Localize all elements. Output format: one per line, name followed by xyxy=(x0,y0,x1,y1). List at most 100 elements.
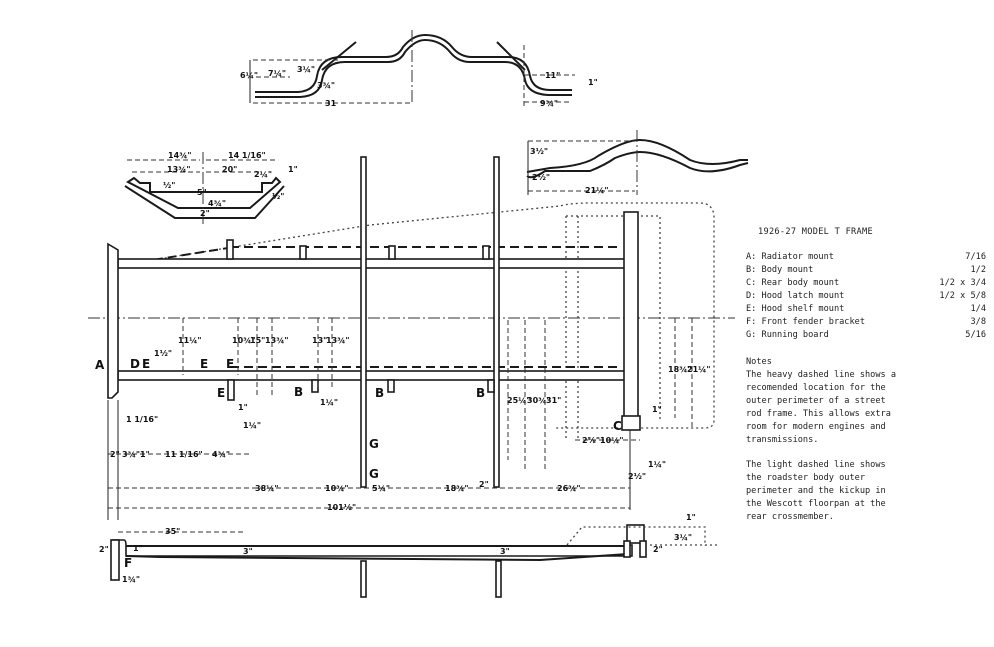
legend-item: C: Rear body mount 1/2 x 3/4 xyxy=(746,277,986,290)
dim-label: 10¾" xyxy=(232,336,256,345)
legend-size: 1/2 x 5/8 xyxy=(939,291,986,301)
legend-label: C: Rear body mount xyxy=(746,278,840,288)
legend-size: 5/16 xyxy=(965,330,986,340)
dim-label: 2⅝" xyxy=(582,436,600,445)
dim-label: 3" xyxy=(243,547,253,556)
label-e: E xyxy=(217,386,225,400)
dim-label: 18¾" xyxy=(445,484,469,493)
dim-label: 31 xyxy=(325,99,337,108)
dim-label: 14¾" xyxy=(168,151,192,160)
dim-label: 6¼" xyxy=(240,70,258,80)
notes-section: Notes The heavy dashed line shows a reco… xyxy=(746,356,986,524)
label-e: E xyxy=(142,357,150,371)
dim-label: 1" xyxy=(686,513,696,522)
dim-label: 26¾" xyxy=(557,484,581,493)
dim-label: 35" xyxy=(165,527,180,536)
dim-label: 21¼" xyxy=(585,185,609,195)
dim-label: 13¾" xyxy=(265,336,289,345)
legend-item: D: Hood latch mount 1/2 x 5/8 xyxy=(746,290,986,303)
dim-label: 13" xyxy=(312,336,327,345)
dim-label: 11 1/16" xyxy=(165,450,203,459)
label-g: G xyxy=(369,437,379,451)
plan-view: A D E E E E B B B C G G 11¼" 10¾" 15" 13… xyxy=(88,156,735,520)
dim-label: 11" xyxy=(545,71,560,80)
drawing-title: 1926-27 MODEL T FRAME xyxy=(758,227,873,237)
dim-label: 9¾" xyxy=(540,99,558,108)
dim-label: 13¾" xyxy=(326,336,350,345)
dim-label: 1¼" xyxy=(243,420,261,430)
dim-label: 3¾" xyxy=(317,81,335,90)
legend-size: 1/2 xyxy=(970,265,986,275)
dim-label: 2" xyxy=(200,209,210,218)
side-view: 2" 1" 35" 3" 1¾" 3" 3¼" 1" 2" F xyxy=(99,513,720,598)
legend-label: G: Running board xyxy=(746,330,829,340)
dim-label: 4¾" xyxy=(212,450,230,459)
dim-label: 30¾" xyxy=(527,396,551,405)
legend-size: 1/4 xyxy=(970,304,986,314)
label-e: E xyxy=(226,357,234,371)
dim-label: 2" xyxy=(479,480,489,489)
dim-label: 31" xyxy=(546,396,561,405)
legend-item: B: Body mount 1/2 xyxy=(746,264,986,277)
dim-label: 15" xyxy=(250,336,265,345)
legend-list: A: Radiator mount 7/16 B: Body mount 1/2 C… xyxy=(746,251,986,342)
label-b: B xyxy=(294,385,303,399)
legend-item: A: Radiator mount 7/16 xyxy=(746,251,986,264)
legend-label: F: Front fender bracket xyxy=(746,317,865,327)
rear-crossmember-profile: 3½" 2½" 21¼" xyxy=(526,130,749,195)
dim-label: 4¾" xyxy=(208,199,226,208)
notes-paragraph: The heavy dashed line shows a recomended… xyxy=(746,370,897,445)
legend-size: 1/2 x 3/4 xyxy=(939,278,986,288)
dim-label: 3¾" xyxy=(122,450,140,459)
dim-label: 1¼" xyxy=(648,459,666,469)
dim-label: 101½" xyxy=(327,502,356,512)
legend-label: A: Radiator mount xyxy=(746,252,834,262)
legend-item: G: Running board 5/16 xyxy=(746,329,986,342)
legend-size: 7/16 xyxy=(965,252,986,262)
dim-label: 7¼" xyxy=(268,68,286,78)
dim-label: 1" xyxy=(133,544,143,553)
legend-label: B: Body mount xyxy=(746,265,814,275)
dim-label: 3¼" xyxy=(674,532,692,542)
dim-label: ½" xyxy=(163,180,175,190)
dim-label: 1 1/16" xyxy=(126,415,158,424)
dim-label: 2¼" xyxy=(254,169,272,179)
legend-panel: 1926-27 MODEL T FRAME A: Radiator mount 7… xyxy=(746,226,986,524)
front-crossmember-section: 14¾" 14 1/16" 13¾" 20" 2¼" 1" ½" 5" 4¾" … xyxy=(124,151,298,225)
dim-label: 14 1/16" xyxy=(228,151,266,160)
dim-label: 1" xyxy=(238,403,248,412)
label-c: C xyxy=(613,419,622,433)
dim-label: 2" xyxy=(653,545,663,554)
dim-label: 3" xyxy=(500,547,510,556)
label-f: F xyxy=(124,556,132,570)
dim-label: 13¾" xyxy=(167,165,191,174)
dim-label: 2" xyxy=(99,545,109,554)
dim-label: 1" xyxy=(652,405,662,414)
dim-label: 21¼" xyxy=(687,364,711,374)
dim-label: 10¾" xyxy=(325,484,349,493)
dim-label: 10¼" xyxy=(600,435,624,445)
dim-label: 5¼" xyxy=(372,483,390,493)
legend-label: D: Hood latch mount xyxy=(746,291,845,301)
dim-label: 20" xyxy=(222,165,237,174)
front-crossmember-profile: 6¼" 7¼" 3¼" 3¾" 31 11" 9¾" 1" xyxy=(240,30,598,108)
label-e: E xyxy=(200,357,208,371)
dim-label: 3¼" xyxy=(297,64,315,74)
label-g: G xyxy=(369,467,379,481)
dim-label: 1" xyxy=(140,450,150,459)
label-a: A xyxy=(95,358,105,372)
dim-label: 11¼" xyxy=(178,335,202,345)
label-d: D xyxy=(130,357,140,371)
dim-label: 18¾" xyxy=(668,365,692,374)
dim-label: 25¼" xyxy=(507,395,531,405)
dim-label: 38¼" xyxy=(255,483,279,493)
dim-label: 1" xyxy=(588,78,598,87)
dim-label: 2½" xyxy=(628,471,646,481)
notes-paragraph: The light dashed line shows the roadster… xyxy=(746,460,886,522)
label-b: B xyxy=(375,386,384,400)
dim-label: 1¾" xyxy=(122,575,140,584)
dim-label: 5" xyxy=(197,188,207,197)
